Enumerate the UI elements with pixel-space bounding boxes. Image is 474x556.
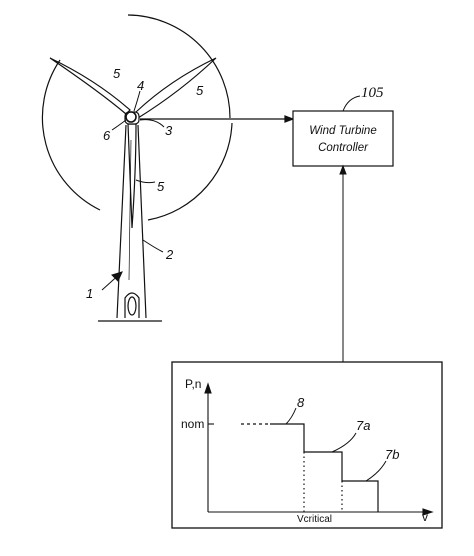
- turbine-labels: 5 5 5 4 6 3 2 1: [86, 66, 204, 301]
- tower: [116, 124, 147, 319]
- leader-6: [111, 119, 127, 131]
- leader-4: [133, 90, 141, 112]
- step-profile: [270, 423, 379, 512]
- label-5-right: 5: [196, 83, 204, 98]
- leader-8: [285, 407, 297, 425]
- y-axis-label: P,n: [185, 377, 201, 391]
- x-axis-label: v: [422, 510, 428, 524]
- leader-5-bottom: [135, 179, 156, 184]
- blade-right: [135, 57, 217, 119]
- tower-door: [127, 296, 137, 316]
- leader-2: [142, 239, 164, 253]
- step-label-7b: 7b: [385, 447, 399, 462]
- graph-frame: [171, 361, 443, 529]
- leader-7a: [331, 432, 357, 453]
- controller-ref-number: 105: [361, 85, 384, 101]
- tower-door-frame: [124, 292, 140, 318]
- turbine-leader-lines: [101, 90, 165, 291]
- controller-line-1: Wind Turbine: [309, 125, 376, 137]
- blade-left: [49, 57, 131, 115]
- step-label-7a: 7a: [356, 418, 370, 433]
- x-axis-arrow: [422, 508, 434, 516]
- input-arrow-head: [339, 164, 347, 175]
- wind-turbine: [41, 14, 295, 322]
- input-line-graph-to-controller: [339, 164, 347, 362]
- blade-down: [127, 123, 137, 229]
- tower-inner-line: [128, 139, 132, 281]
- label-2: 2: [165, 247, 174, 262]
- wind-turbine-controller: Wind Turbine Controller 105: [292, 85, 394, 167]
- arrow-1-head: [111, 271, 123, 282]
- step-label-8: 8: [297, 395, 305, 410]
- rotor-sweep-arc-top: [127, 14, 231, 119]
- label-6: 6: [103, 128, 111, 143]
- leader-7b: [365, 460, 387, 482]
- label-3: 3: [165, 123, 173, 138]
- rotor-sweep-arc-right: [147, 122, 233, 221]
- hub: [125, 111, 137, 123]
- rotor-sweep-arc-left: [41, 59, 101, 211]
- label-1: 1: [86, 286, 93, 301]
- leader-3: [139, 119, 165, 128]
- power-speed-graph: P,n nom v Vcritical 8 7a 7b: [171, 361, 443, 529]
- x-tick-label-vcritical: Vcritical: [297, 514, 332, 525]
- controller-line-2: Controller: [318, 142, 369, 154]
- label-5-bottom: 5: [157, 179, 165, 194]
- y-tick-label-nom: nom: [181, 417, 204, 431]
- label-4: 4: [137, 78, 144, 93]
- y-axis-arrow: [204, 382, 212, 394]
- controller-box: [292, 110, 394, 167]
- controller-ref-leader: [342, 95, 361, 112]
- label-5-left: 5: [113, 66, 121, 81]
- signal-arrow-head: [284, 115, 295, 123]
